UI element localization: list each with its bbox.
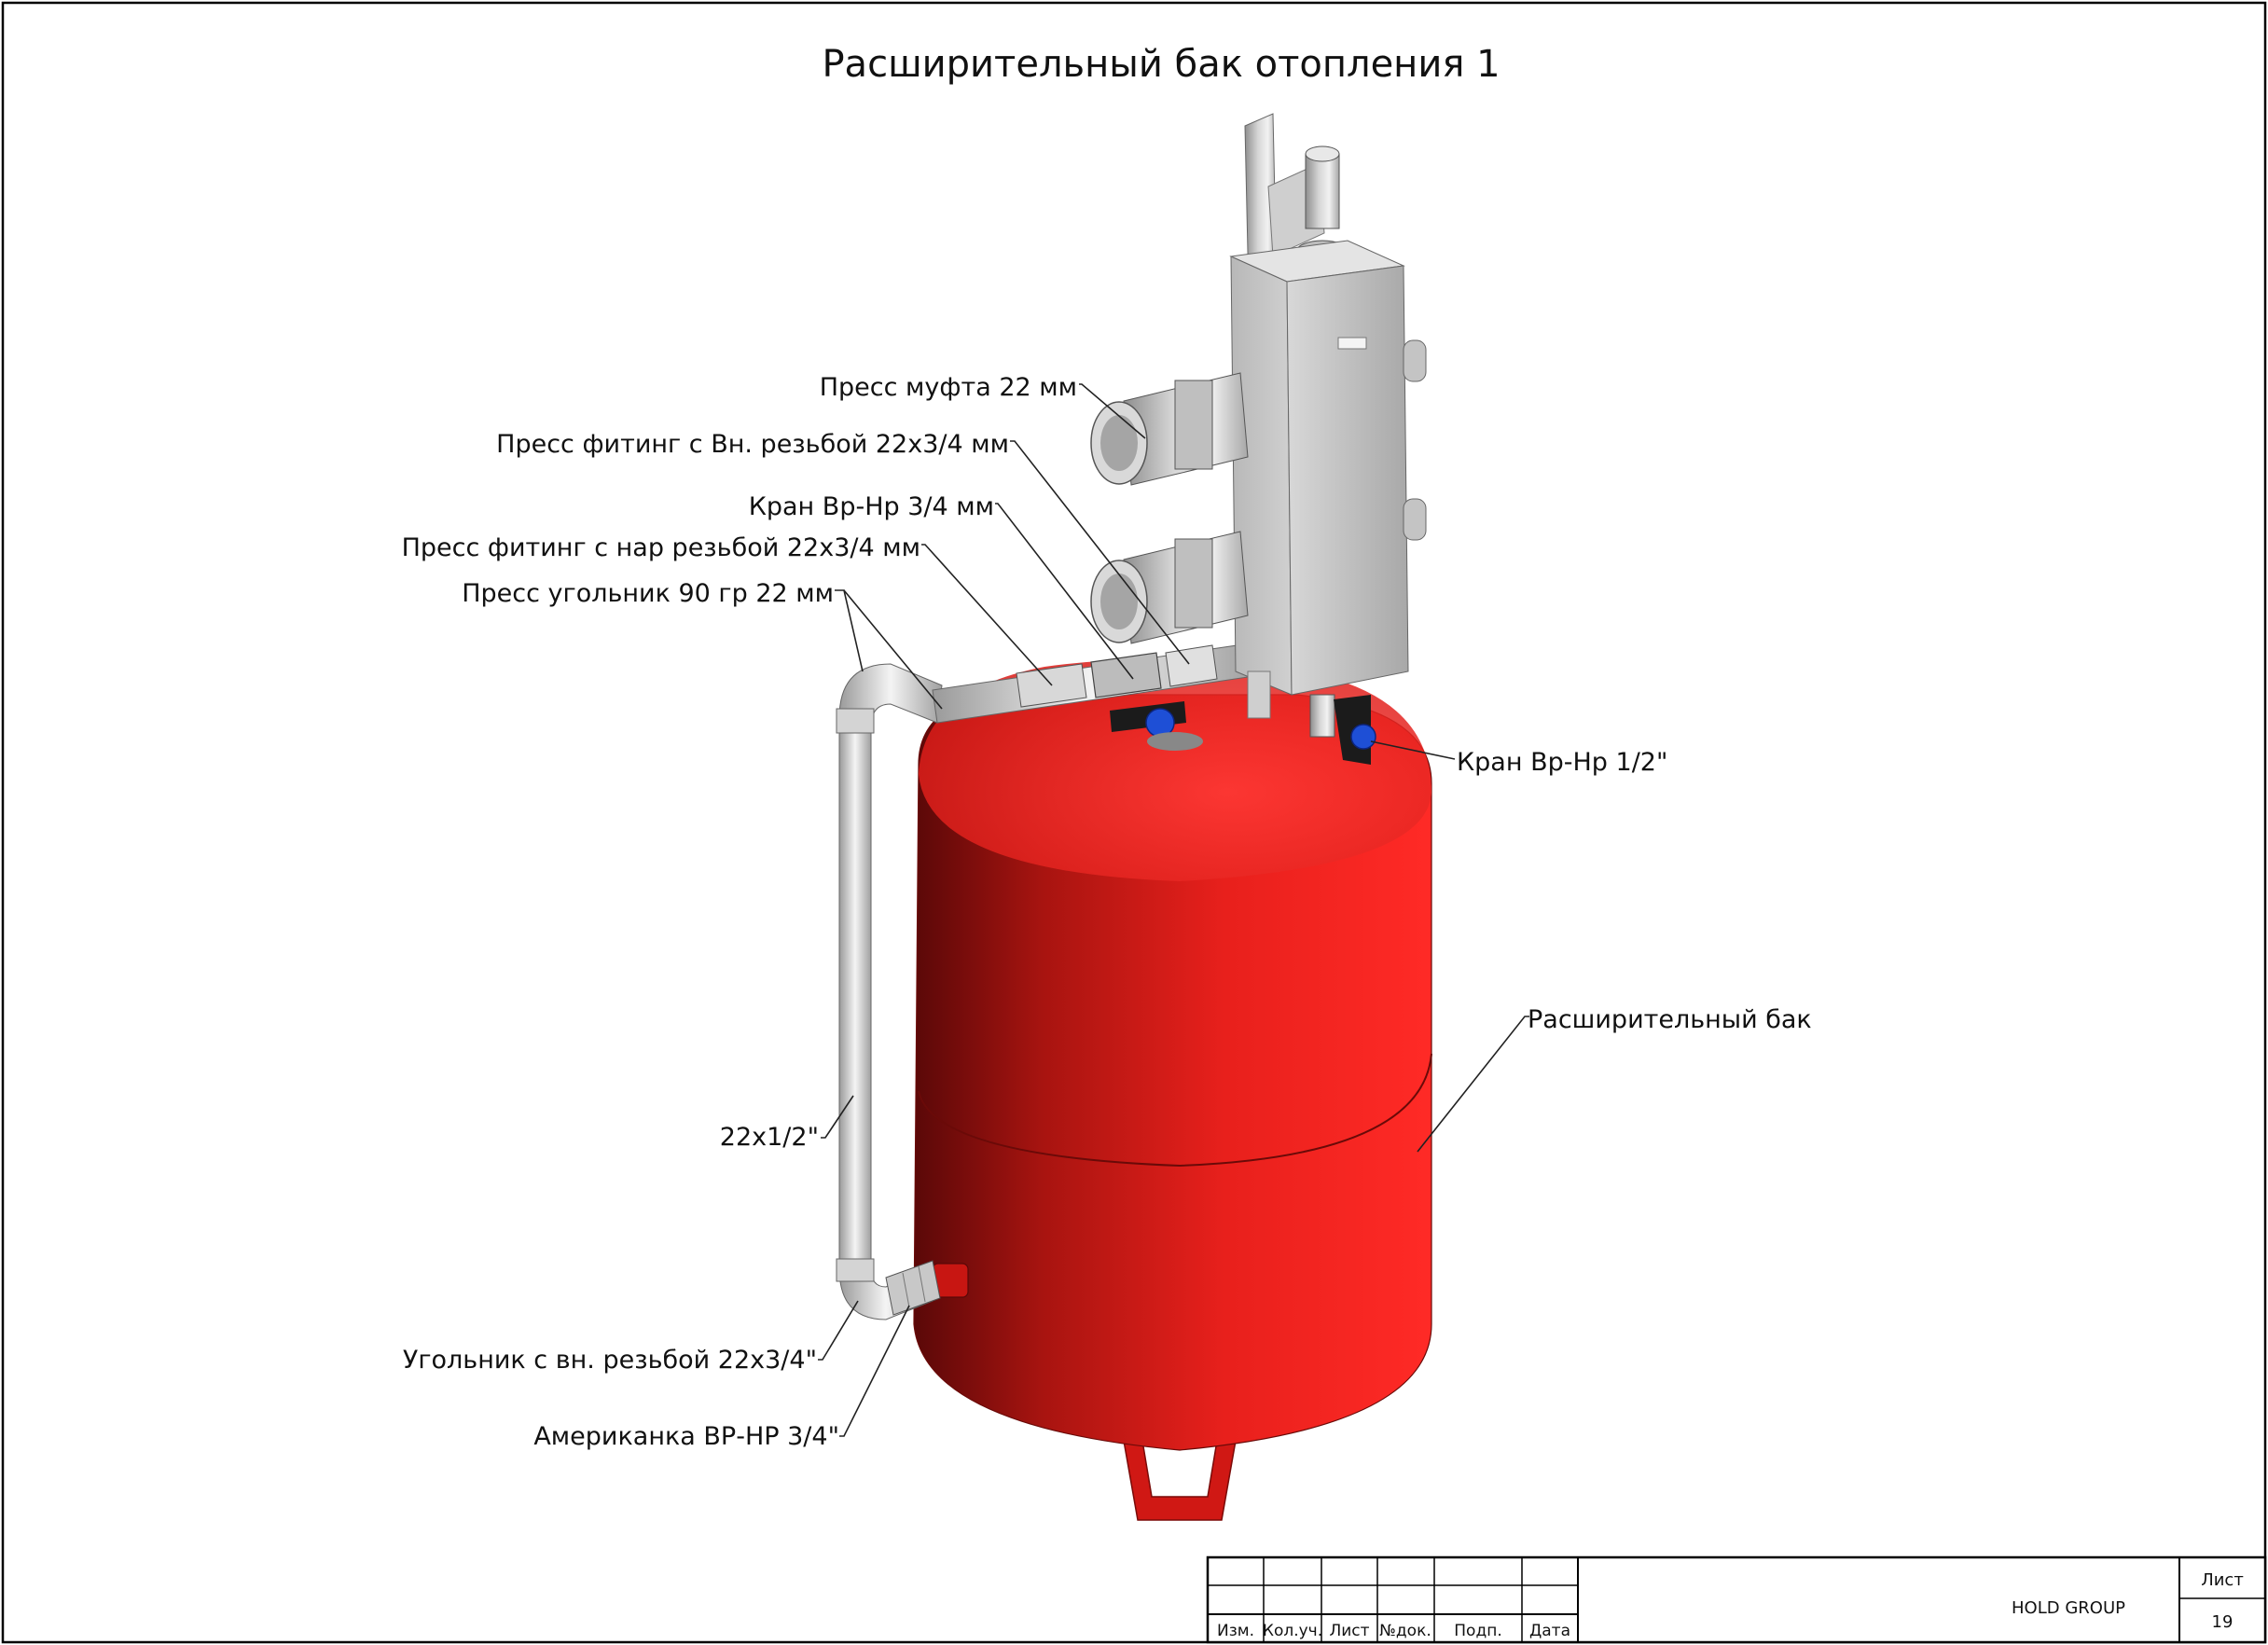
bottom-nipple — [1309, 694, 1335, 738]
tb-col-podp: Подп. — [1454, 1622, 1501, 1640]
leader-press-coupling — [1079, 383, 1146, 439]
label-press-fitting-outer: Пресс фитинг с нар резьбой 22х3/4 мм — [402, 533, 920, 562]
leader-press-elbow-b — [843, 589, 943, 710]
leader-lines — [818, 383, 1529, 1437]
tb-sheet-label: Лист — [2201, 1570, 2244, 1590]
label-valve-34: Кран Вр-Нр 3/4 мм — [749, 492, 994, 521]
box-side — [1286, 265, 1409, 696]
side-port-lower — [1403, 498, 1427, 541]
tb-col-list: Лист — [1329, 1622, 1369, 1640]
label-press-coupling: Пресс муфта 22 мм — [820, 373, 1077, 402]
air-vent-cap — [1305, 145, 1340, 162]
leader-press-fitting-inner — [1010, 440, 1190, 665]
hydraulic-separator — [1090, 113, 1427, 765]
top-elbow-press — [836, 708, 875, 734]
press-coupling-upper — [1090, 372, 1249, 486]
tank-stand — [1123, 1440, 1237, 1521]
box-logo — [1337, 337, 1367, 350]
leader-elbow-inner-thread — [818, 1300, 859, 1361]
label-pipe-size: 22х1/2" — [720, 1123, 819, 1152]
label-elbow-inner-thread: Угольник с вн. резьбой 22х3/4" — [403, 1346, 817, 1375]
tb-col-izm: Изм. — [1217, 1622, 1254, 1640]
american-union — [885, 1260, 941, 1316]
tank-top-port — [1147, 732, 1203, 751]
press-fitting-inner-thread — [1165, 644, 1218, 687]
tb-col-koluch: Кол.уч. — [1263, 1622, 1322, 1640]
box-front — [1230, 256, 1293, 696]
tank-seam — [918, 1053, 1432, 1168]
air-vent — [1305, 153, 1340, 229]
bottom-elbow-press — [836, 1258, 875, 1282]
bracket-foot — [1247, 670, 1271, 719]
leader-american-union — [839, 1305, 910, 1437]
label-american-union: Американка ВР-НР 3/4" — [533, 1422, 839, 1451]
label-press-fitting-inner: Пресс фитинг с Вн. резьбой 22х3/4 мм — [496, 430, 1009, 459]
bypass-pipe — [836, 663, 943, 1320]
tb-company: HOLD GROUP — [2012, 1598, 2125, 1618]
leader-expansion-tank — [1417, 1016, 1529, 1153]
tank-dome — [919, 659, 1431, 881]
tb-col-ndok: №док. — [1379, 1622, 1431, 1640]
vertical-pipe — [838, 708, 872, 1279]
label-expansion-tank: Расширительный бак — [1528, 1005, 1812, 1034]
label-press-elbow: Пресс угольник 90 гр 22 мм — [462, 579, 834, 608]
label-valve-12: Кран Вр-Нр 1/2" — [1457, 748, 1667, 777]
callout-labels: Пресс муфта 22 мм Пресс фитинг с Вн. рез… — [402, 373, 1812, 1451]
leader-pipe-size — [821, 1095, 854, 1139]
leader-press-elbow-a — [835, 589, 864, 672]
title-block: Изм. Кол.уч. Лист №док. Подп. Дата HOLD … — [1206, 1555, 2267, 1644]
leader-valve-34 — [995, 503, 1134, 680]
leader-press-fitting-outer — [921, 544, 1053, 686]
valve-knob-blue-12 — [1350, 724, 1376, 750]
valve-body-34 — [1090, 652, 1162, 698]
press-coupling-lower — [1090, 531, 1249, 644]
leader-valve-12 — [1370, 740, 1456, 760]
tb-sheet-number: 19 — [2212, 1612, 2233, 1632]
expansion-tank — [913, 659, 1432, 1521]
tb-col-data: Дата — [1529, 1622, 1570, 1640]
side-port-upper — [1403, 339, 1427, 382]
page-title: Расширительный бак отопления 1 — [822, 43, 1500, 86]
